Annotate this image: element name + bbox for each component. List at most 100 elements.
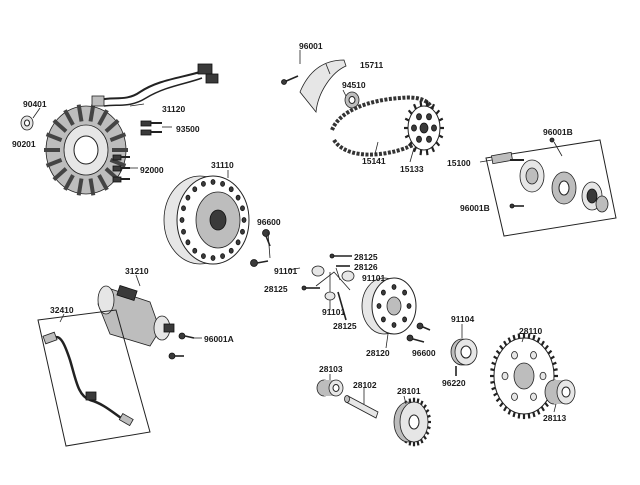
flywheel-slot [201, 181, 205, 186]
gear-tooth [551, 356, 555, 358]
sprocket-tooth [436, 142, 439, 146]
idle-gear-tooth [428, 427, 431, 428]
label-28125-left: 28125 [264, 284, 288, 294]
flywheel-slot [182, 229, 186, 234]
gear-tooth [554, 369, 558, 370]
label-94510: 94510 [342, 80, 366, 90]
clutch-hole [403, 317, 407, 322]
label-96220: 96220 [442, 378, 466, 388]
idle-gear-tooth [418, 441, 419, 445]
gear-tooth [496, 351, 499, 354]
idle-gear-28101 [394, 398, 431, 447]
sprocket-tooth [421, 150, 422, 155]
sprocket-tooth [427, 101, 428, 106]
gear-tooth [545, 403, 548, 407]
label-15100: 15100 [447, 158, 471, 168]
flywheel-slot [221, 181, 225, 186]
sprocket-tooth [436, 110, 439, 114]
label-93500: 93500 [176, 124, 200, 134]
bushing-28103 [317, 380, 343, 396]
shaft-28102 [345, 396, 379, 419]
flywheel-slot [221, 254, 225, 259]
idle-gear-tooth [418, 399, 419, 403]
flywheel-slot [211, 256, 215, 261]
flywheel-slot [186, 240, 190, 245]
gear-tooth [494, 356, 498, 358]
flywheel-slot [240, 206, 244, 211]
flywheel-slot [186, 195, 190, 200]
sprocket-tooth [409, 110, 412, 114]
gear-tooth [496, 398, 499, 401]
sprocket-hole [427, 136, 432, 142]
sprocket-tooth [439, 119, 443, 121]
gear-tooth [538, 338, 540, 343]
sprocket-hole [432, 125, 437, 131]
label-28126: 28126 [354, 262, 378, 272]
idle-gear-tooth [428, 416, 431, 417]
sprocket-tooth [405, 119, 409, 121]
label-15141: 15141 [362, 156, 386, 166]
gear-hole [540, 372, 546, 380]
label-96001b-bottom: 96001B [460, 203, 490, 213]
starter-clutch-28120 [362, 278, 416, 334]
label-96001b-top: 96001B [543, 127, 573, 137]
gear-tooth [542, 407, 544, 411]
label-31210: 31210 [125, 266, 149, 276]
sprocket-tooth [427, 150, 428, 155]
clutch-hole [407, 304, 411, 309]
washer-90401 [21, 116, 33, 130]
sprocket-tooth [414, 104, 416, 109]
gear-tooth [545, 346, 548, 350]
clutch-hole [403, 290, 407, 295]
label-91101-bottom: 91101 [322, 307, 345, 317]
label-96001: 96001 [299, 41, 323, 51]
clutch-hole [392, 285, 396, 290]
flywheel-slot [236, 195, 240, 200]
bearing-91104 [451, 339, 477, 365]
tensioner-94510 [345, 92, 359, 108]
sprocket-tooth [414, 147, 416, 152]
clutch-hole [392, 323, 396, 328]
gear-tooth [513, 412, 514, 417]
stator-fin [91, 179, 94, 196]
stator-fin [79, 105, 82, 122]
sprocket-tooth [439, 136, 443, 138]
clutch-hole [381, 290, 385, 295]
flywheel-slot [180, 218, 184, 223]
sprocket-hole [417, 114, 422, 120]
sprocket-tooth [432, 104, 434, 109]
gear-tooth [490, 369, 494, 370]
idle-gear-tooth [426, 432, 429, 434]
clutch-hole [377, 304, 381, 309]
idle-gear-tooth [424, 405, 426, 408]
label-28125-bottom: 28125 [333, 321, 357, 331]
gear-tooth [492, 388, 496, 390]
label-31120: 31120 [162, 104, 185, 114]
sprocket-tooth [405, 136, 409, 138]
flywheel-slot [240, 229, 244, 234]
gear-tooth [542, 341, 544, 345]
sprocket-hole [417, 136, 422, 142]
gear-tooth [533, 412, 534, 417]
label-28125-top: 28125 [354, 252, 378, 262]
label-31110: 31110 [211, 160, 234, 170]
stator-fin [79, 179, 82, 196]
label-90401: 90401 [23, 99, 47, 109]
idle-gear-tooth [421, 401, 423, 405]
bolts-96001a [169, 333, 202, 359]
gear-tooth [504, 341, 506, 345]
gear-hole [531, 393, 537, 401]
gear-tooth [519, 414, 520, 419]
chain-guide-15711 [282, 60, 347, 112]
flywheel-slot [182, 206, 186, 211]
idle-gear-tooth [426, 410, 429, 412]
flywheel-slot [229, 248, 233, 253]
gear-tooth [548, 351, 551, 354]
flywheel-slot [242, 218, 246, 223]
flywheel-slot [193, 187, 197, 192]
flywheel-slot [229, 187, 233, 192]
gear-tooth [492, 363, 496, 365]
label-96600-top: 96600 [257, 217, 281, 227]
flywheel-slot [201, 254, 205, 259]
